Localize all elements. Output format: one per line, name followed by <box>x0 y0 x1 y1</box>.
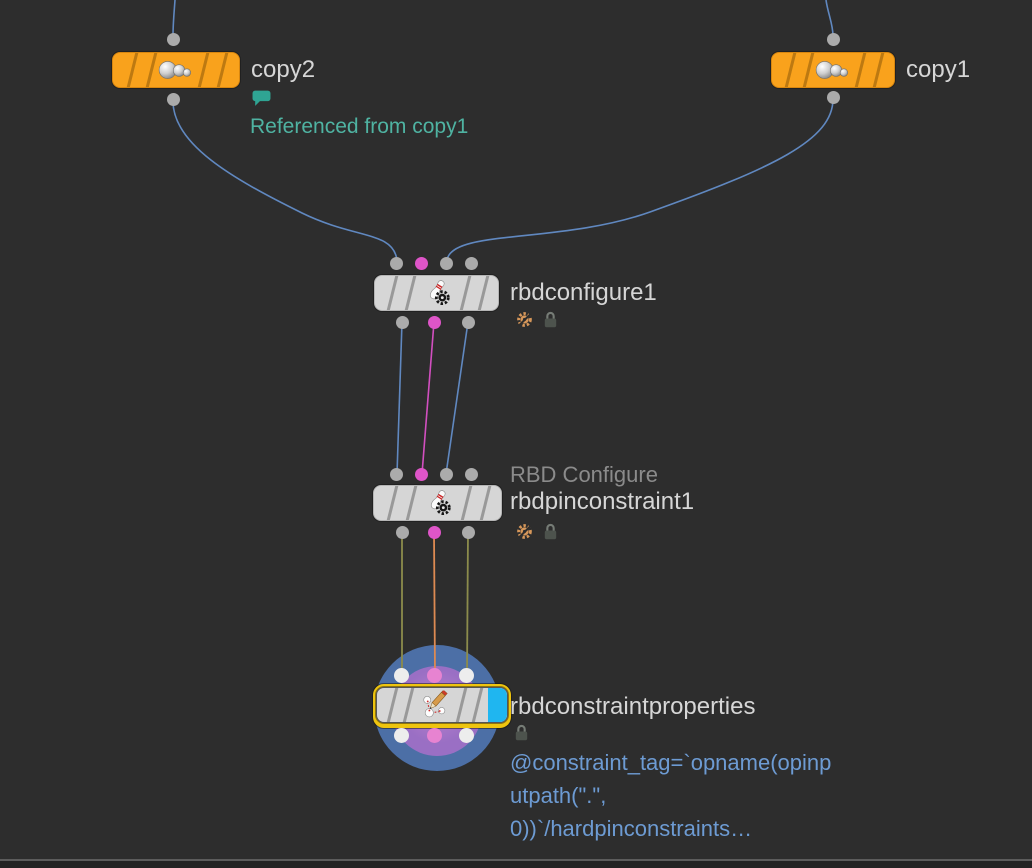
rbdpinconstraint1-output3[interactable] <box>462 526 475 539</box>
rbdpinconstraint1-output1[interactable] <box>396 526 409 539</box>
wire-into-copy1[interactable] <box>825 0 834 37</box>
rbdconfigure1-input3[interactable] <box>440 257 453 270</box>
hatch-mark <box>470 688 484 722</box>
lock-icon <box>513 723 530 742</box>
rbdconfigure1-output2[interactable] <box>428 316 441 329</box>
hatch-mark <box>385 486 399 520</box>
rbdconfigure1-input2[interactable] <box>415 257 428 270</box>
hatch-mark <box>476 276 490 310</box>
wire-rbdpinconstraint1-out2[interactable] <box>433 531 436 676</box>
hatch-mark <box>783 53 797 87</box>
rbdpinconstraint1-input3[interactable] <box>440 468 453 481</box>
gear-slash-icon <box>515 522 534 541</box>
wire-rbdconfigure1-out3[interactable] <box>445 321 469 475</box>
node-label-rbdconfigure1: rbdconfigure1 <box>510 279 657 306</box>
rbdpinconstraint1-input1[interactable] <box>390 468 403 481</box>
node-label-copy2: copy2 <box>251 56 316 83</box>
node-rbdpinconstraint1[interactable] <box>373 485 502 521</box>
copy1-input-connector[interactable] <box>827 33 840 46</box>
hatch-mark <box>871 53 885 87</box>
copy1-output-connector[interactable] <box>827 91 840 104</box>
rbdconfigure1-input4[interactable] <box>465 257 478 270</box>
lock-icon <box>542 522 559 541</box>
hatch-mark <box>479 486 493 520</box>
wire-into-copy2[interactable] <box>172 0 176 37</box>
hatch-mark <box>853 53 867 87</box>
hatch-mark <box>460 486 474 520</box>
hatch-mark <box>125 53 139 87</box>
constraint-pencil-icon <box>421 691 452 720</box>
hatch-mark <box>404 276 418 310</box>
rbdconfigure1-output3[interactable] <box>462 316 475 329</box>
rbdconstraintproperties-badges <box>513 723 530 742</box>
rbdconstraintproperties-output1[interactable] <box>394 728 409 743</box>
hatch-mark <box>454 688 468 722</box>
lock-icon <box>542 310 559 329</box>
rbdpinconstraint1-output2[interactable] <box>428 526 441 539</box>
hatch-mark <box>144 53 158 87</box>
node-rbdconstraintproperties-selection-border <box>373 684 511 728</box>
node-label-rbdconstraintproperties: rbdconstraintproperties <box>510 693 756 720</box>
copy2-output-connector[interactable] <box>167 93 180 106</box>
node-copy1[interactable] <box>771 52 895 88</box>
rbd-pin-gear-icon <box>421 278 452 309</box>
hatch-mark <box>385 688 400 722</box>
rbdconstraintproperties-input2[interactable] <box>427 668 442 683</box>
rbdconstraintproperties-output2[interactable] <box>427 728 442 743</box>
rbdpinconstraint1-descriptive-label: RBD Configure <box>510 462 658 487</box>
info-line: utpath(".", <box>510 783 607 808</box>
rbd-pin-gear-icon <box>422 488 453 519</box>
wire-copy1-to-rbdconfigure1[interactable] <box>446 98 834 261</box>
copy2-input-connector[interactable] <box>167 33 180 46</box>
rbdconfigure1-input1[interactable] <box>390 257 403 270</box>
wire-rbdconfigure1-out1[interactable] <box>396 321 403 475</box>
rbdconstraintproperties-info-text: @constraint_tag=`opname(opinp utpath("."… <box>510 746 860 845</box>
copy-spheres-icon <box>157 58 195 83</box>
info-line: @constraint_tag=`opname(opinp <box>510 750 832 775</box>
rbdpinconstraint1-input4[interactable] <box>465 468 478 481</box>
hatch-mark <box>216 53 230 87</box>
copy2-comment-text: Referenced from copy1 <box>250 115 469 138</box>
rbdconfigure1-badges <box>515 310 559 329</box>
hatch-mark <box>458 276 472 310</box>
rbdconstraintproperties-output3[interactable] <box>459 728 474 743</box>
wire-copy2-to-rbdconfigure1[interactable] <box>172 100 398 261</box>
rbdconstraintproperties-input1[interactable] <box>394 668 409 683</box>
display-flag[interactable] <box>488 688 507 722</box>
node-rbdconfigure1[interactable] <box>374 275 499 311</box>
node-rbdconstraintproperties[interactable] <box>376 687 508 723</box>
comment-bubble-icon <box>252 90 271 107</box>
wire-rbdconfigure1-out2[interactable] <box>421 321 435 475</box>
node-label-copy1: copy1 <box>906 56 971 83</box>
rbdconfigure1-output1[interactable] <box>396 316 409 329</box>
hatch-mark <box>385 276 399 310</box>
info-line: 0))`/hardpinconstraints… <box>510 816 753 841</box>
rbdconstraintproperties-input3[interactable] <box>459 668 474 683</box>
copy-spheres-icon <box>814 58 852 83</box>
hatch-mark <box>404 486 418 520</box>
rbdpinconstraint1-input2[interactable] <box>415 468 428 481</box>
node-copy2[interactable] <box>112 52 240 88</box>
node-label-rbdpinconstraint1: rbdpinconstraint1 <box>510 488 695 515</box>
rbdpinconstraint1-badges <box>515 522 559 541</box>
pane-below-divider <box>0 861 1032 868</box>
hatch-mark <box>401 688 415 722</box>
hatch-mark <box>197 53 211 87</box>
wire-rbdpinconstraint1-out3[interactable] <box>466 531 469 676</box>
gear-slash-icon <box>515 310 534 329</box>
pane-divider[interactable] <box>0 859 1032 861</box>
